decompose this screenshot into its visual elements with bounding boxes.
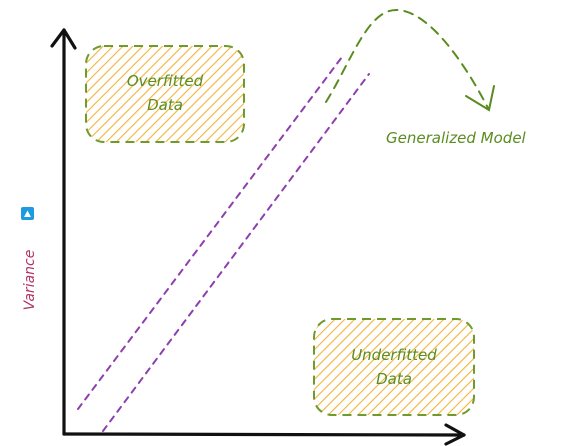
x-axis-arrowhead bbox=[444, 423, 466, 446]
underfitted-label-line1: Underfitted bbox=[351, 346, 437, 364]
y-axis-arrowhead bbox=[50, 28, 77, 50]
generalized-model-label: Generalized Model bbox=[386, 129, 527, 147]
underfitted-data-box: Underfitted Data bbox=[313, 318, 475, 416]
underfitted-label-line2: Data bbox=[376, 370, 412, 388]
lower-guide-line bbox=[102, 73, 370, 432]
generalized-model-arrow bbox=[325, 8, 495, 112]
variance-marker bbox=[21, 207, 34, 220]
upper-guide-line bbox=[77, 56, 343, 410]
x-axis bbox=[62, 432, 466, 437]
axes bbox=[50, 28, 466, 446]
variance-axis-label: Variance bbox=[22, 250, 38, 311]
overfitted-data-box: Overfitted Data bbox=[85, 45, 245, 143]
overfitted-label-line1: Overfitted bbox=[127, 72, 204, 90]
overfitted-label-line2: Data bbox=[147, 96, 183, 114]
